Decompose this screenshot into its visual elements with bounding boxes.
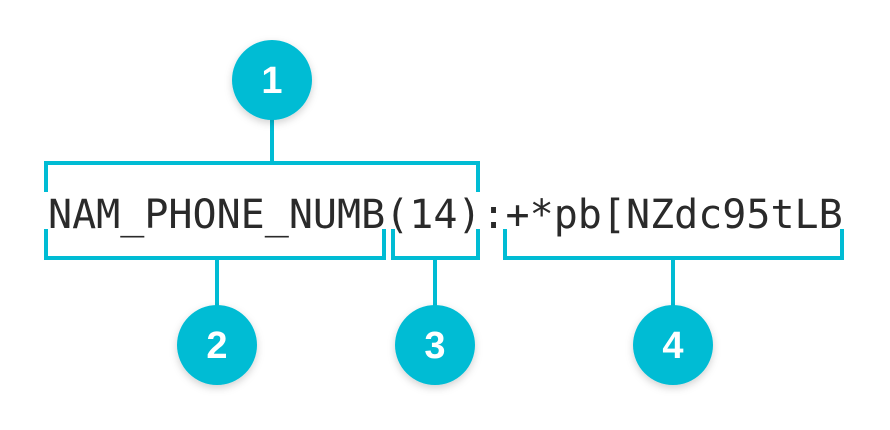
bracket-group-1	[44, 112, 480, 192]
bracket-group-2	[44, 229, 386, 310]
bracket-group-4	[503, 229, 844, 310]
marker-4[interactable]: 4	[633, 305, 713, 385]
marker-2-label: 2	[206, 325, 227, 367]
marker-3-label: 3	[424, 325, 445, 367]
marker-3[interactable]: 3	[395, 305, 475, 385]
marker-2-circle[interactable]	[177, 305, 257, 385]
marker-1-circle[interactable]	[232, 40, 312, 120]
marker-1[interactable]: 1	[232, 40, 312, 120]
marker-1-label: 1	[261, 60, 282, 102]
marker-2[interactable]: 2	[177, 305, 257, 385]
marker-4-label: 4	[662, 325, 683, 367]
bracket-group-3	[391, 229, 480, 310]
marker-3-circle[interactable]	[395, 305, 475, 385]
marker-4-circle[interactable]	[633, 305, 713, 385]
code-string: NAM_PHONE_NUMB(14):+*pb[NZdc95tLB	[48, 192, 843, 238]
bracket-1	[44, 161, 480, 192]
